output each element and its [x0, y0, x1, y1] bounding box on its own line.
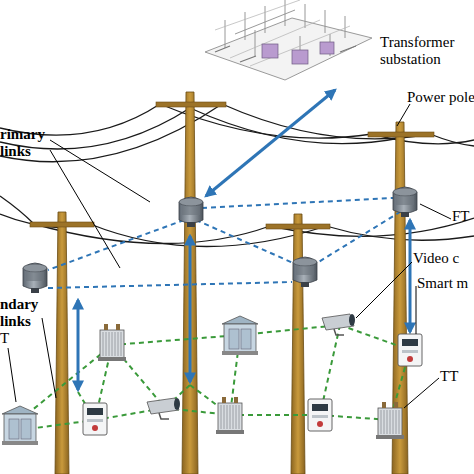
substation-illustration	[205, 0, 372, 80]
callout-label: TT	[440, 368, 458, 385]
communication-arrows	[77, 300, 80, 390]
callout-label: Transformer substation	[380, 34, 472, 68]
power-pole	[30, 222, 94, 227]
callout-label: Video c	[413, 250, 459, 267]
leader-line	[397, 104, 410, 126]
field-device	[376, 402, 404, 439]
field-device	[147, 398, 180, 419]
power-pole	[30, 92, 434, 474]
field-device	[98, 324, 126, 361]
substation-illustration	[320, 42, 334, 54]
secondary-links	[112, 335, 240, 345]
field-device	[398, 334, 422, 366]
power-pole	[368, 132, 434, 137]
substation-illustration	[262, 44, 278, 58]
communication-arrows	[206, 90, 335, 196]
substation-illustration	[215, 46, 356, 62]
primary-links	[48, 198, 400, 288]
callout-label: Smart m	[417, 275, 468, 292]
leader-line	[420, 204, 451, 219]
leader-line	[8, 348, 16, 402]
primary-links	[202, 198, 393, 208]
leader-line	[42, 318, 56, 398]
leader-line	[50, 140, 150, 202]
ftu-device	[23, 187, 417, 293]
substation-illustration	[292, 50, 308, 64]
callout-label: Power pole	[407, 89, 474, 106]
communication-arrows	[409, 220, 412, 332]
secondary-links	[230, 414, 320, 416]
field-device	[308, 399, 332, 431]
callout-label: T	[0, 330, 9, 347]
communication-arrows	[78, 90, 410, 390]
callout-label: rimary links	[0, 126, 52, 160]
substation-illustration	[215, 0, 350, 66]
power-pole	[55, 212, 69, 474]
callout-label: ndary links	[0, 296, 52, 330]
leader-line	[356, 262, 412, 318]
field-device	[2, 314, 422, 445]
power-wires	[430, 134, 474, 146]
power-pole	[266, 224, 330, 229]
leader-line	[404, 378, 439, 408]
power-pole	[182, 92, 198, 474]
primary-links	[312, 212, 400, 266]
field-device	[83, 403, 107, 435]
leader-line	[8, 104, 451, 408]
leader-line	[50, 150, 120, 268]
field-device	[216, 397, 244, 434]
callout-label: FT	[452, 208, 470, 225]
communication-arrows	[189, 236, 192, 382]
primary-links	[48, 282, 292, 288]
field-device	[2, 406, 38, 445]
ftu-device	[393, 187, 417, 217]
power-pole	[291, 214, 305, 474]
power-pole	[156, 102, 226, 107]
ftu-device	[23, 263, 47, 293]
ftu-device	[179, 197, 203, 227]
field-device	[322, 314, 355, 335]
field-device	[222, 316, 258, 355]
ftu-device	[293, 257, 317, 287]
primary-links	[48, 220, 184, 270]
leader-line	[416, 286, 417, 334]
primary-links	[196, 220, 300, 266]
